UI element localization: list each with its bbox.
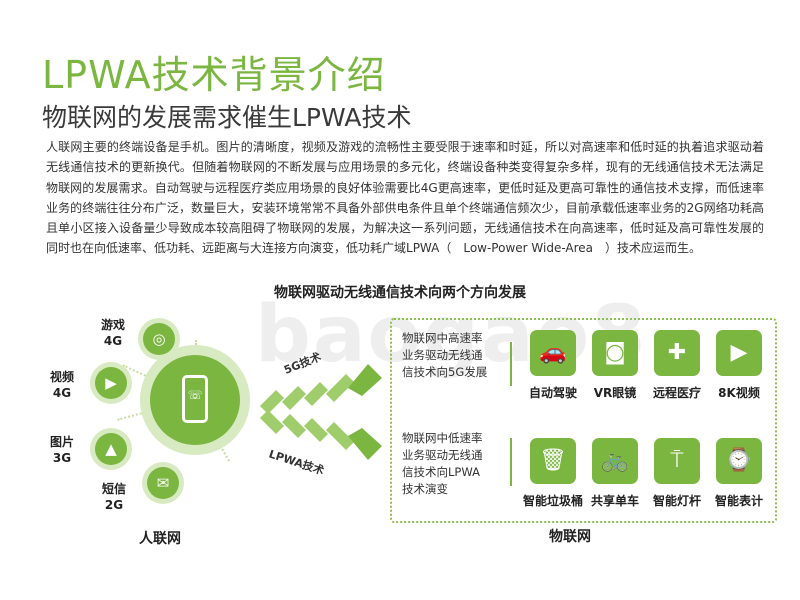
item-label: 远程医疗 — [652, 386, 701, 400]
item-label: 智能灯杆 — [652, 494, 701, 508]
item-label: 智能垃圾桶 — [522, 494, 583, 508]
meter-icon: ⌚ — [716, 438, 762, 484]
phone-call-icon: ☏ — [187, 388, 203, 402]
video-node: ▶ — [90, 362, 132, 404]
smartphone-icon: ☏ — [182, 375, 208, 423]
item-label: VR眼镜 — [593, 386, 637, 400]
image-icon: ▲ — [95, 433, 127, 465]
game-icon: ◎ — [143, 323, 175, 355]
sms-node: ✉ — [142, 462, 184, 504]
item-label: 共享单车 — [590, 494, 639, 508]
diagram-title: 物联网驱动无线通信技术向两个方向发展 — [274, 285, 526, 301]
telemedicine-icon: ✚ — [654, 330, 700, 376]
trash-bin-icon: 🗑 — [530, 438, 576, 484]
vr-glasses-icon: ◙ — [592, 330, 638, 376]
8k-video-icon: ▶ — [716, 330, 762, 376]
image-node: ▲ — [90, 428, 132, 470]
page-subtitle: 物联网的发展需求催生LPWA技术 — [42, 103, 412, 132]
right-caption: 物联网 — [549, 529, 591, 545]
phone-hub: ☏ — [140, 345, 250, 455]
bicycle-icon: 🚲 — [592, 438, 638, 484]
video-icon: ▶ — [95, 367, 127, 399]
street-lamp-icon: ⍑ — [654, 438, 700, 484]
high-rate-text: 物联网中高速率 业务驱动无线通 信技术向5G发展 — [402, 331, 488, 379]
low-rate-text: 物联网中低速率 业务驱动无线通 信技术向LPWA 技术演变 — [402, 431, 483, 496]
arrows-graphic — [260, 364, 382, 460]
left-caption: 人联网 — [139, 531, 181, 547]
iot-panel: 物联网中高速率 业务驱动无线通 信技术向5G发展 🚗 自动驾驶 ◙ VR眼镜 ✚… — [390, 318, 777, 523]
top-arrow — [260, 364, 382, 414]
sms-icon: ✉ — [147, 467, 179, 499]
car-icon: 🚗 — [530, 330, 576, 376]
game-node: ◎ — [138, 318, 180, 360]
row-divider — [510, 342, 512, 386]
bottom-arrow — [260, 410, 382, 460]
item-label: 8K视频 — [718, 386, 760, 400]
item-label: 自动驾驶 — [528, 386, 577, 400]
row-divider — [510, 438, 512, 486]
page-title: LPWA技术背景介绍 — [42, 53, 386, 97]
intro-paragraph: 人联网主要的终端设备是手机。图片的清晰度，视频及游戏的流畅性主要受限于速率和时延… — [46, 140, 764, 256]
item-label: 智能表计 — [714, 494, 763, 508]
